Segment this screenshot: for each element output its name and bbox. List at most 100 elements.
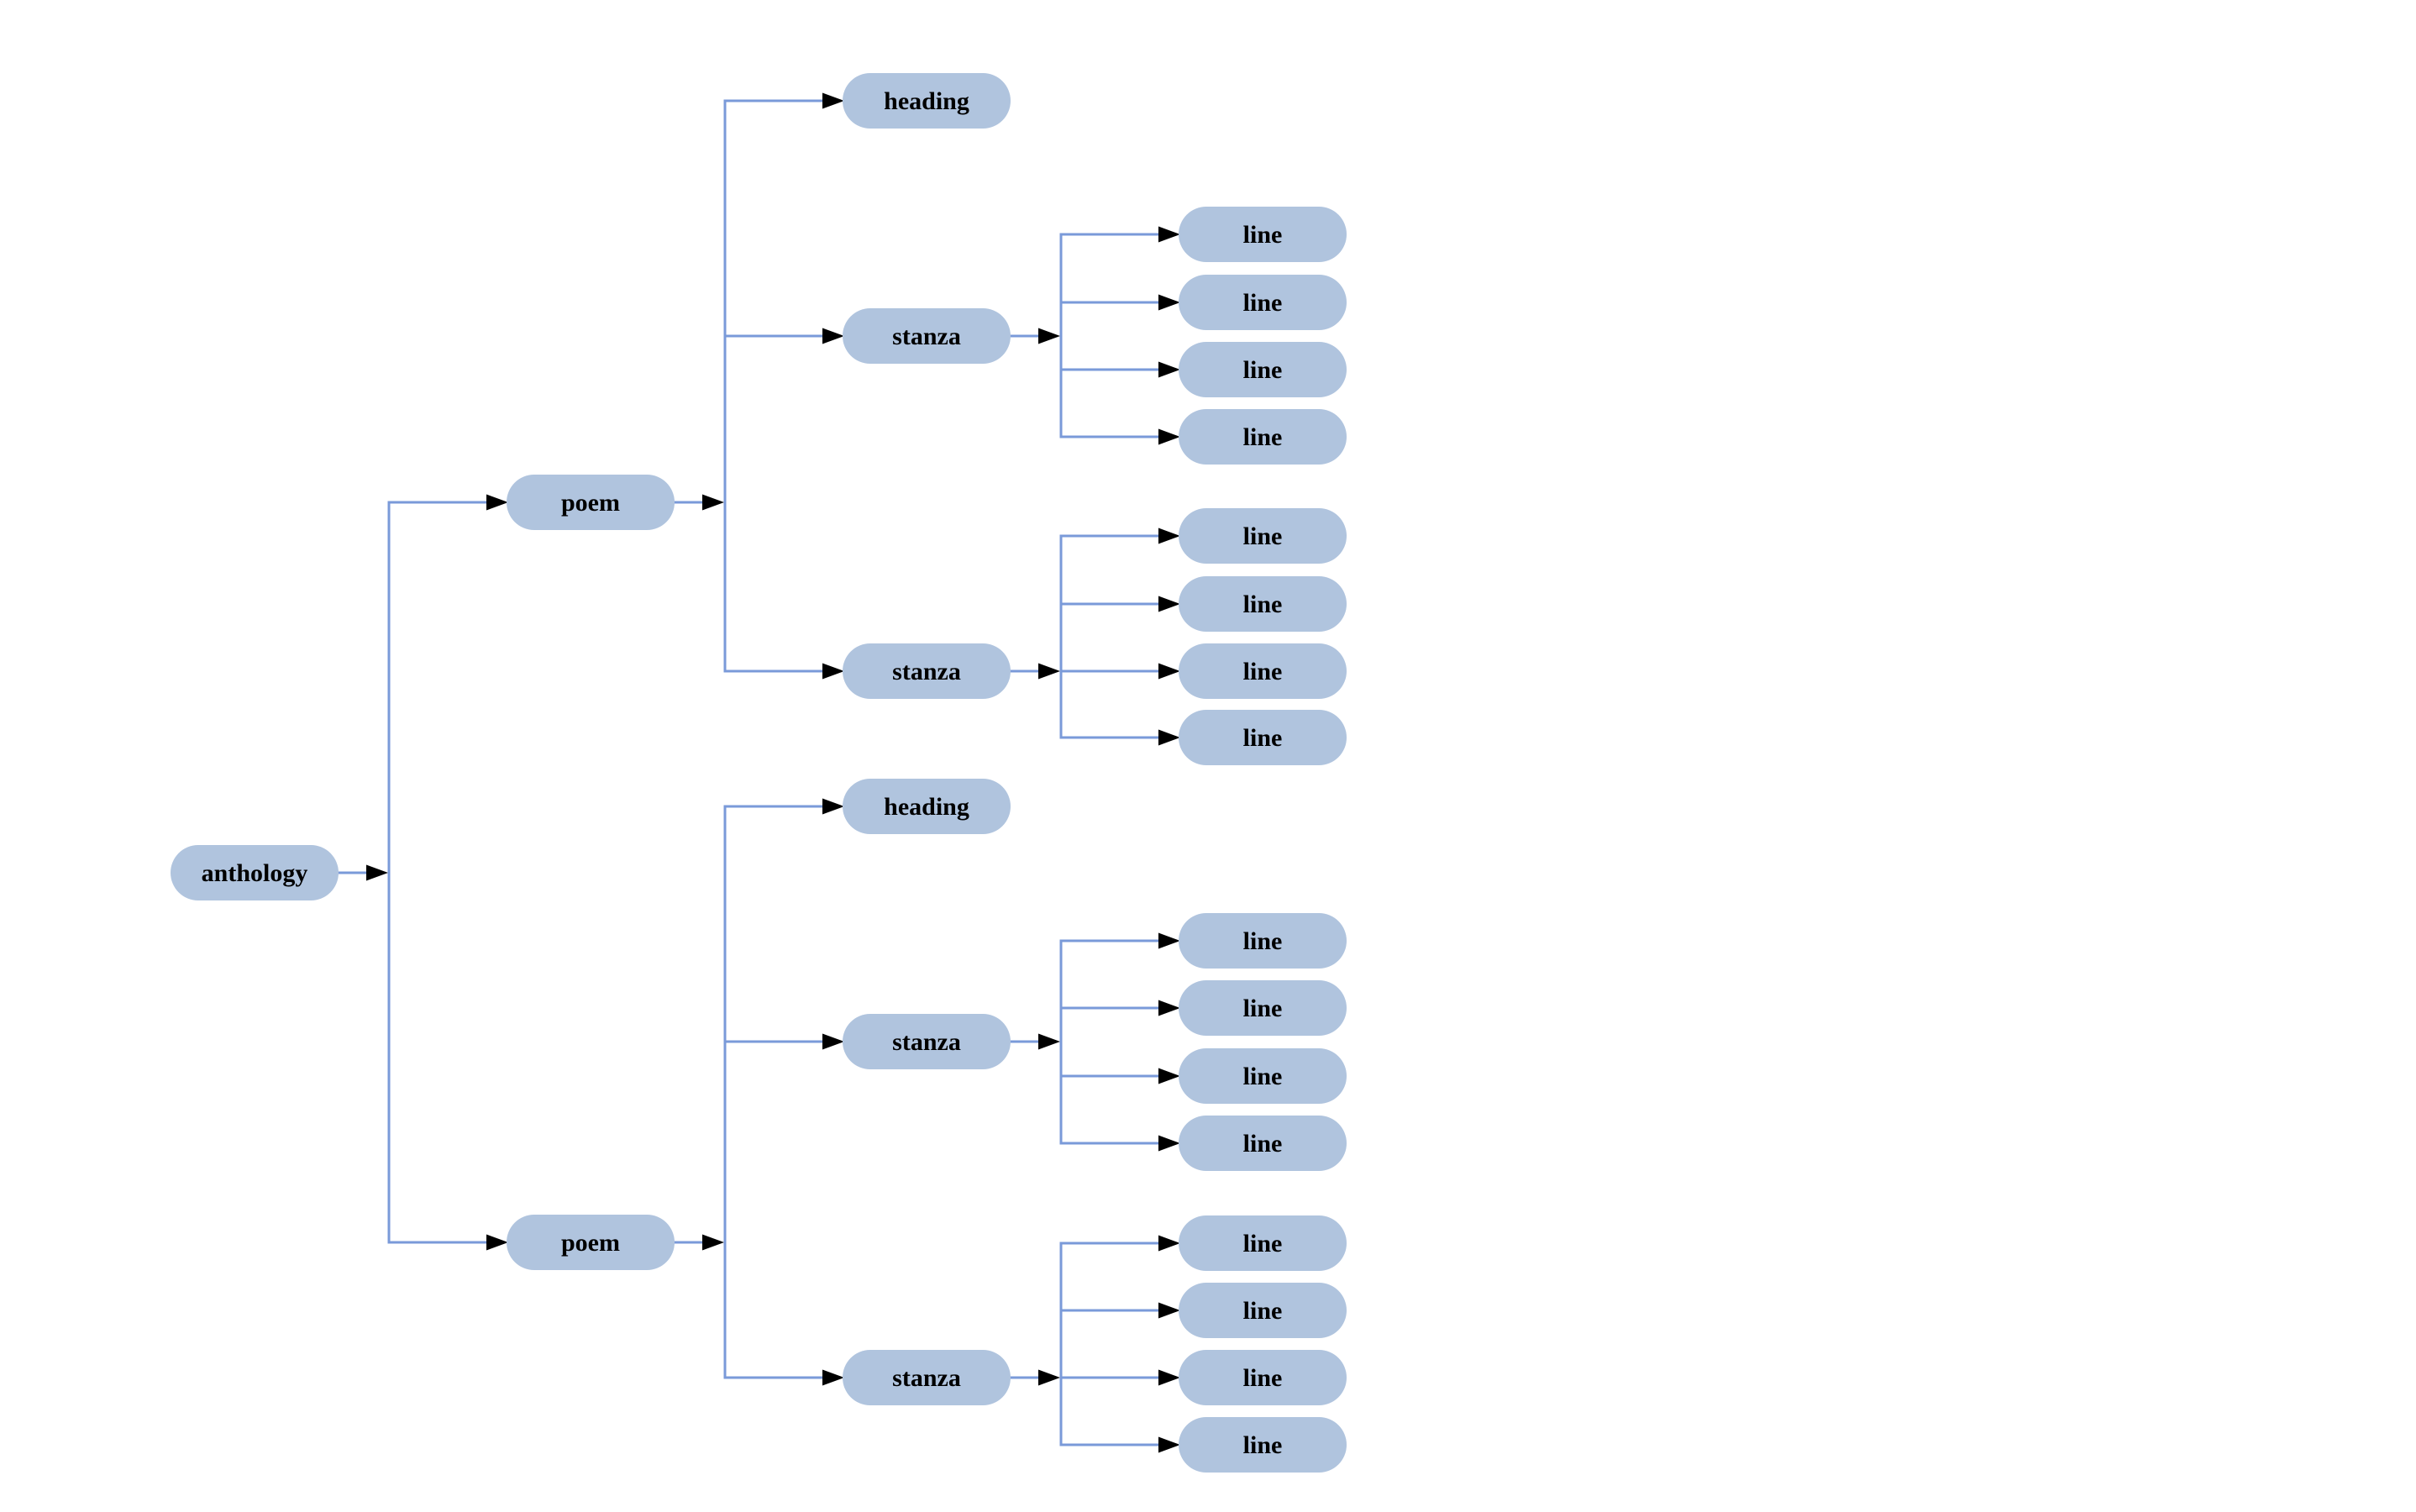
node-pill — [1179, 710, 1347, 765]
tree-node-line-11: line — [1179, 1048, 1347, 1104]
node-pill — [843, 1350, 1011, 1405]
node-pill — [843, 308, 1011, 364]
arrowhead-icon — [1038, 663, 1060, 680]
tree-node-poem-1: poem — [507, 475, 675, 530]
arrowhead-icon — [1158, 1068, 1180, 1084]
tree-node-line-6: line — [1179, 576, 1347, 632]
nodes-layer: anthology poem heading stanza line line line li… — [171, 73, 1347, 1473]
node-label: heading — [884, 793, 969, 821]
node-pill — [1179, 342, 1347, 397]
tree-node-line-4: line — [1179, 409, 1347, 465]
tree-node-line-14: line — [1179, 1283, 1347, 1338]
tree-node-line-16: line — [1179, 1417, 1347, 1473]
node-pill — [1179, 1417, 1347, 1473]
node-label: line — [1243, 1364, 1283, 1392]
node-label: anthology — [202, 859, 308, 887]
node-label: line — [1243, 724, 1283, 752]
tree-node-line-15: line — [1179, 1350, 1347, 1405]
arrowhead-icon — [822, 798, 844, 815]
node-pill — [1179, 275, 1347, 330]
node-pill — [1179, 643, 1347, 699]
node-label: heading — [884, 87, 969, 115]
arrowhead-icon — [1158, 932, 1180, 949]
arrowhead-icon — [486, 494, 508, 511]
node-label: line — [1243, 1230, 1283, 1257]
node-pill — [171, 845, 339, 900]
arrowhead-icon — [822, 1033, 844, 1050]
tree-node-stanza-4: stanza — [843, 1350, 1011, 1405]
node-label: poem — [561, 489, 620, 517]
tree-node-line-1: line — [1179, 207, 1347, 262]
node-pill — [843, 643, 1011, 699]
node-label: line — [1243, 1130, 1283, 1158]
node-label: line — [1243, 927, 1283, 955]
arrowhead-icon — [1158, 294, 1180, 311]
node-label: line — [1243, 1063, 1283, 1090]
arrowhead-icon — [366, 864, 388, 881]
arrowhead-icon — [1158, 1000, 1180, 1016]
arrowhead-icon — [1158, 1235, 1180, 1252]
node-label: stanza — [892, 658, 961, 685]
node-pill — [843, 73, 1011, 129]
edges-layer — [337, 92, 1180, 1453]
arrowhead-icon — [1158, 528, 1180, 544]
node-label: poem — [561, 1229, 620, 1257]
node-label: stanza — [892, 1028, 961, 1056]
node-label: line — [1243, 221, 1283, 249]
arrowhead-icon — [1038, 1033, 1060, 1050]
node-label: stanza — [892, 1364, 961, 1392]
node-pill — [1179, 980, 1347, 1036]
tree-node-line-12: line — [1179, 1116, 1347, 1171]
node-label: line — [1243, 1297, 1283, 1325]
node-pill — [1179, 409, 1347, 465]
arrowhead-icon — [822, 92, 844, 109]
node-label: line — [1243, 995, 1283, 1022]
node-label: stanza — [892, 323, 961, 350]
node-pill — [1179, 913, 1347, 969]
node-label: line — [1243, 522, 1283, 550]
arrowhead-icon — [822, 1369, 844, 1386]
node-pill — [1179, 1350, 1347, 1405]
arrowhead-icon — [702, 494, 724, 511]
node-pill — [507, 1215, 675, 1270]
node-pill — [1179, 1048, 1347, 1104]
arrowhead-icon — [1158, 1302, 1180, 1319]
node-pill — [1179, 1283, 1347, 1338]
arrowhead-icon — [1158, 1135, 1180, 1152]
tree-node-line-3: line — [1179, 342, 1347, 397]
node-label: line — [1243, 1431, 1283, 1459]
tree-node-stanza-2: stanza — [843, 643, 1011, 699]
node-pill — [1179, 1116, 1347, 1171]
tree-node-stanza-1: stanza — [843, 308, 1011, 364]
node-label: line — [1243, 423, 1283, 451]
arrowhead-icon — [1038, 328, 1060, 344]
arrowhead-icon — [822, 663, 844, 680]
arrowhead-icon — [1158, 663, 1180, 680]
tree-node-line-7: line — [1179, 643, 1347, 699]
arrowhead-icon — [1158, 1436, 1180, 1453]
tree-node-heading-1: heading — [843, 73, 1011, 129]
arrowhead-icon — [1158, 428, 1180, 445]
tree-node-line-10: line — [1179, 980, 1347, 1036]
tree-node-anthology: anthology — [171, 845, 339, 900]
tree-node-poem-2: poem — [507, 1215, 675, 1270]
node-pill — [843, 779, 1011, 834]
tree-node-line-8: line — [1179, 710, 1347, 765]
arrowhead-icon — [1158, 729, 1180, 746]
node-label: line — [1243, 289, 1283, 317]
tree-node-line-5: line — [1179, 508, 1347, 564]
tree-node-heading-2: heading — [843, 779, 1011, 834]
node-pill — [1179, 207, 1347, 262]
arrowhead-icon — [702, 1234, 724, 1251]
node-label: line — [1243, 356, 1283, 384]
tree-node-stanza-3: stanza — [843, 1014, 1011, 1069]
arrowhead-icon — [1158, 361, 1180, 378]
tree-node-line-13: line — [1179, 1215, 1347, 1271]
arrowhead-icon — [1158, 1369, 1180, 1386]
tree-node-line-9: line — [1179, 913, 1347, 969]
arrowhead-icon — [822, 328, 844, 344]
arrowhead-icon — [1158, 226, 1180, 243]
node-label: line — [1243, 591, 1283, 618]
